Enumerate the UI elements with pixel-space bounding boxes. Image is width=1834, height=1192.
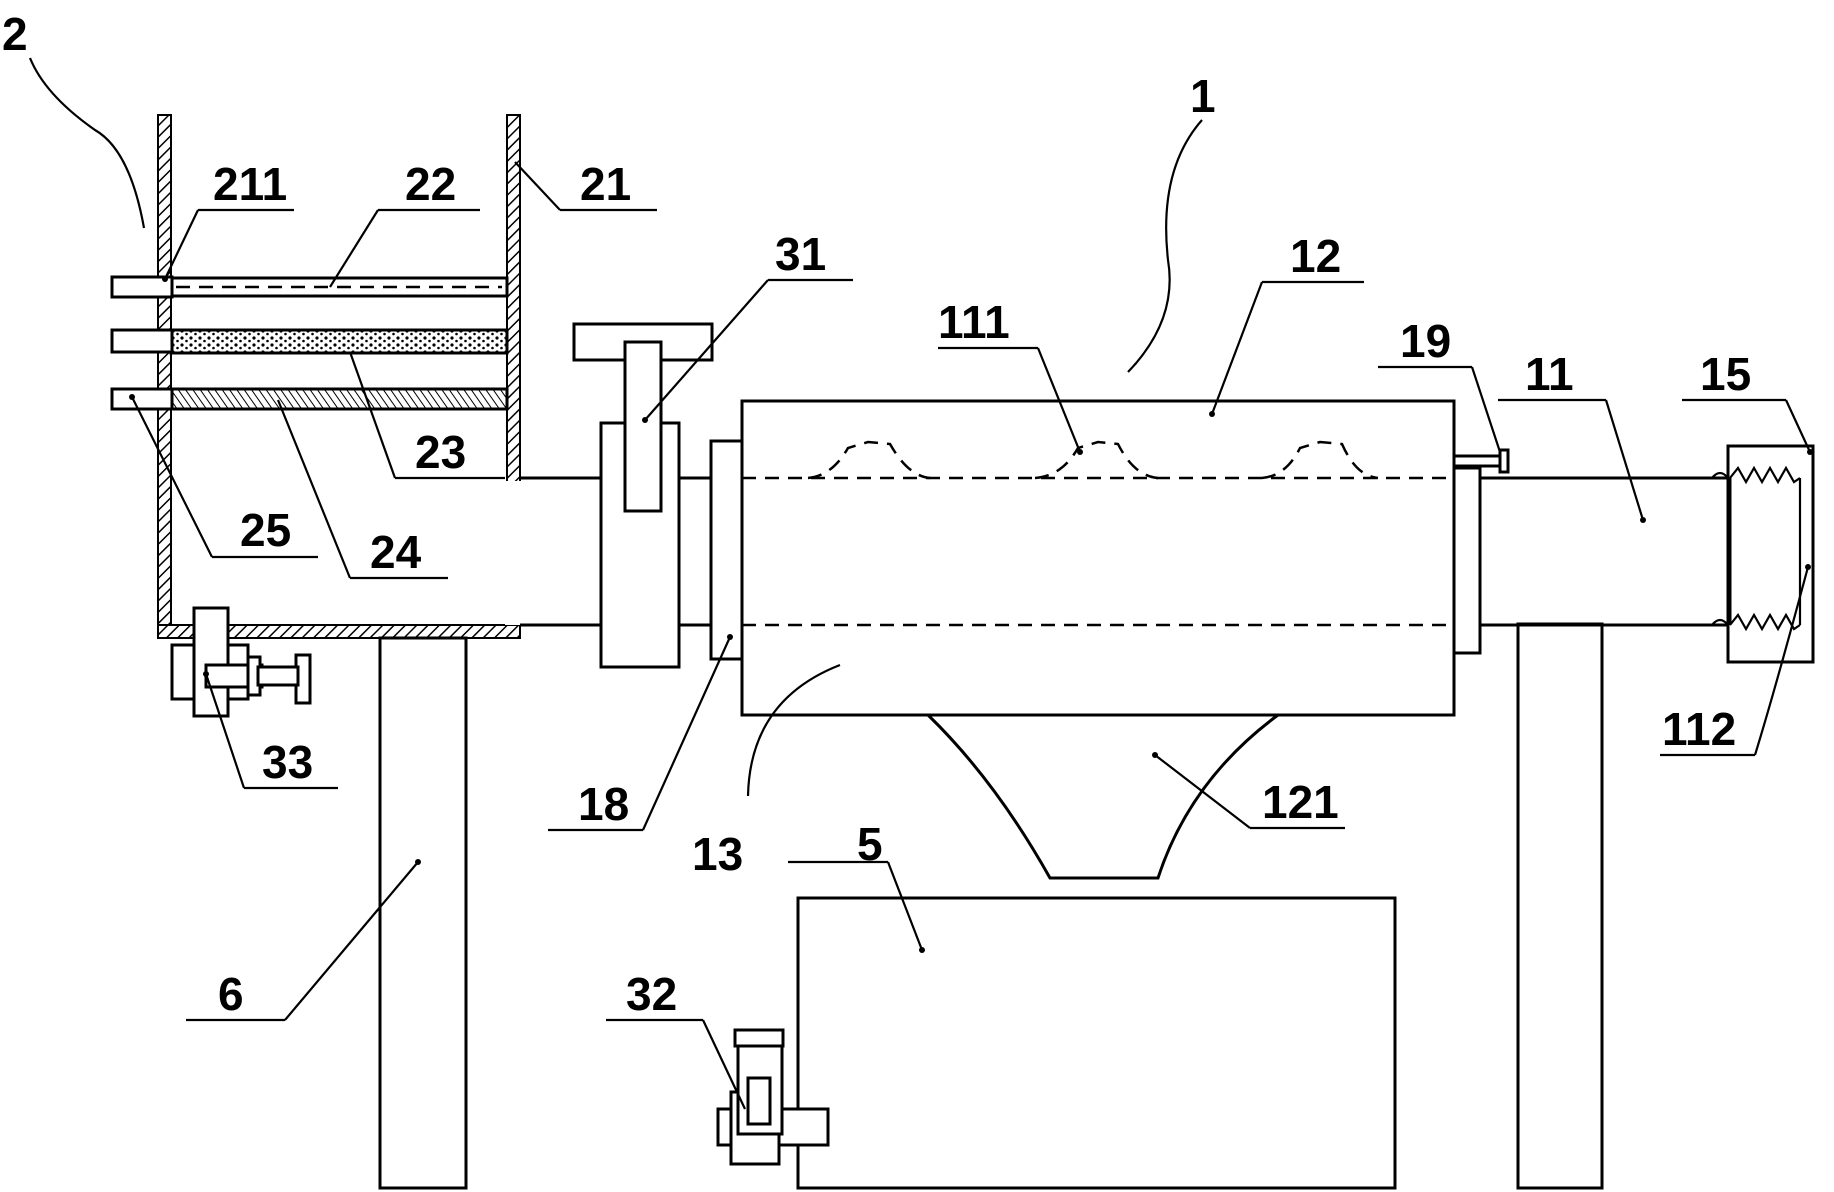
label-2: 2 <box>2 8 28 60</box>
spring-112-bottom <box>1729 612 1801 632</box>
label-112: 112 <box>1662 703 1736 755</box>
main-drum <box>740 399 1456 717</box>
reference-numerals: 2 211 22 21 23 24 25 33 6 31 1 111 12 19… <box>2 8 1751 1020</box>
valve-32[interactable] <box>716 1028 830 1166</box>
label-33: 33 <box>262 736 313 788</box>
label-19: 19 <box>1400 315 1451 367</box>
label-25: 25 <box>240 504 291 556</box>
leader-dots <box>129 276 1813 953</box>
valve-31[interactable] <box>572 322 714 669</box>
bolt-19[interactable] <box>1452 448 1510 474</box>
filter-layer-23 <box>169 328 509 355</box>
label-121: 121 <box>1262 776 1339 828</box>
end-cap-15 <box>1711 444 1815 664</box>
label-13: 13 <box>692 828 743 880</box>
filter-handle-23[interactable] <box>110 328 174 354</box>
label-24: 24 <box>370 526 422 578</box>
label-31: 31 <box>775 228 826 280</box>
tank-outlet-opening <box>505 481 522 625</box>
leader-lines <box>28 57 1811 1110</box>
tank-left-wall <box>157 114 172 638</box>
label-211: 211 <box>213 158 287 210</box>
label-23: 23 <box>415 426 466 478</box>
filter-layer-24 <box>169 387 509 411</box>
flange-18-right <box>1452 466 1482 655</box>
flange-18-left <box>709 439 745 661</box>
label-111: 111 <box>938 296 1010 348</box>
label-22: 22 <box>405 158 456 210</box>
filter-handle-25[interactable] <box>110 387 174 411</box>
label-32: 32 <box>626 968 677 1020</box>
valve-33[interactable] <box>170 606 312 718</box>
label-21: 21 <box>580 158 631 210</box>
label-5: 5 <box>857 818 883 870</box>
discharge-hopper-121 <box>926 713 1279 880</box>
left-support-leg <box>378 636 468 1190</box>
label-15: 15 <box>1700 348 1751 400</box>
tank-bottom-wall <box>157 624 521 639</box>
filter-handle-22[interactable] <box>110 275 174 299</box>
right-support-leg <box>1516 622 1604 1190</box>
label-6: 6 <box>218 968 244 1020</box>
spring-112-top <box>1729 465 1801 485</box>
screw-flights-111 <box>807 440 1379 480</box>
label-18: 18 <box>578 778 629 830</box>
label-1: 1 <box>1190 70 1216 122</box>
label-11: 11 <box>1525 348 1574 400</box>
collection-tank-5 <box>796 896 1397 1190</box>
filter-tank <box>110 114 522 639</box>
label-12: 12 <box>1290 230 1341 282</box>
